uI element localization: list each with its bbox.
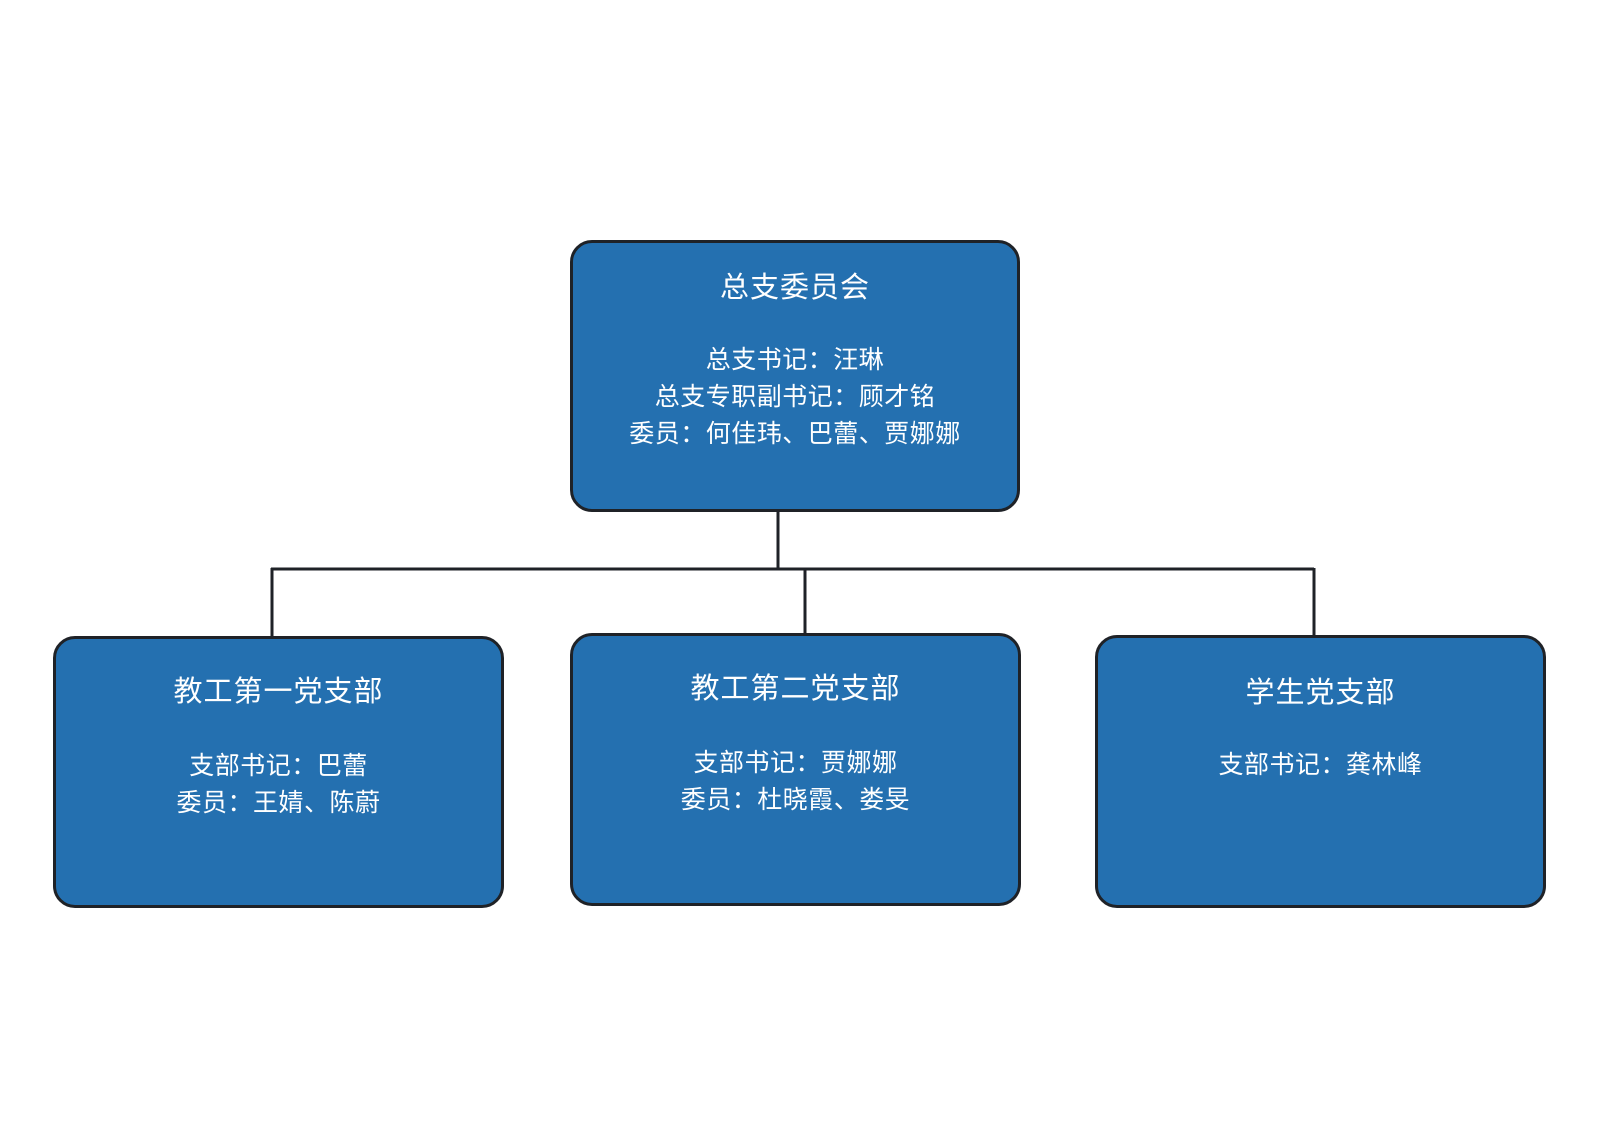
node-members: 总支书记：汪琳 总支专职副书记：顾才铭 委员：何佳玮、巴蕾、贾娜娜 [573, 341, 1017, 452]
node-members: 支部书记：龚林峰 [1098, 746, 1543, 783]
node-title: 总支委员会 [719, 270, 870, 304]
member-line: 支部书记：贾娜娜 [693, 748, 898, 777]
node-faculty-branch-1: 教工第一党支部 支部书记：巴蕾 委员：王婧、陈蔚 [53, 636, 504, 908]
member-line: 总支书记：汪琳 [705, 345, 885, 374]
node-members: 支部书记：贾娜娜 委员：杜晓霞、娄旻 [573, 744, 1018, 818]
node-faculty-branch-2: 教工第二党支部 支部书记：贾娜娜 委员：杜晓霞、娄旻 [570, 633, 1021, 906]
member-line: 总支专职副书记：顾才铭 [654, 382, 936, 411]
member-line: 支部书记：龚林峰 [1218, 750, 1423, 779]
member-line: 委员：何佳玮、巴蕾、贾娜娜 [629, 419, 961, 448]
member-line: 委员：王婧、陈蔚 [176, 788, 381, 817]
node-members: 支部书记：巴蕾 委员：王婧、陈蔚 [56, 747, 501, 821]
node-title: 学生党支部 [1245, 675, 1396, 709]
node-student-branch: 学生党支部 支部书记：龚林峰 [1095, 635, 1546, 908]
member-line: 委员：杜晓霞、娄旻 [680, 785, 911, 814]
node-title: 教工第一党支部 [173, 674, 384, 708]
member-line: 支部书记：巴蕾 [189, 751, 368, 780]
node-general-committee: 总支委员会 总支书记：汪琳 总支专职副书记：顾才铭 委员：何佳玮、巴蕾、贾娜娜 [570, 240, 1020, 512]
node-title: 教工第二党支部 [690, 671, 901, 705]
